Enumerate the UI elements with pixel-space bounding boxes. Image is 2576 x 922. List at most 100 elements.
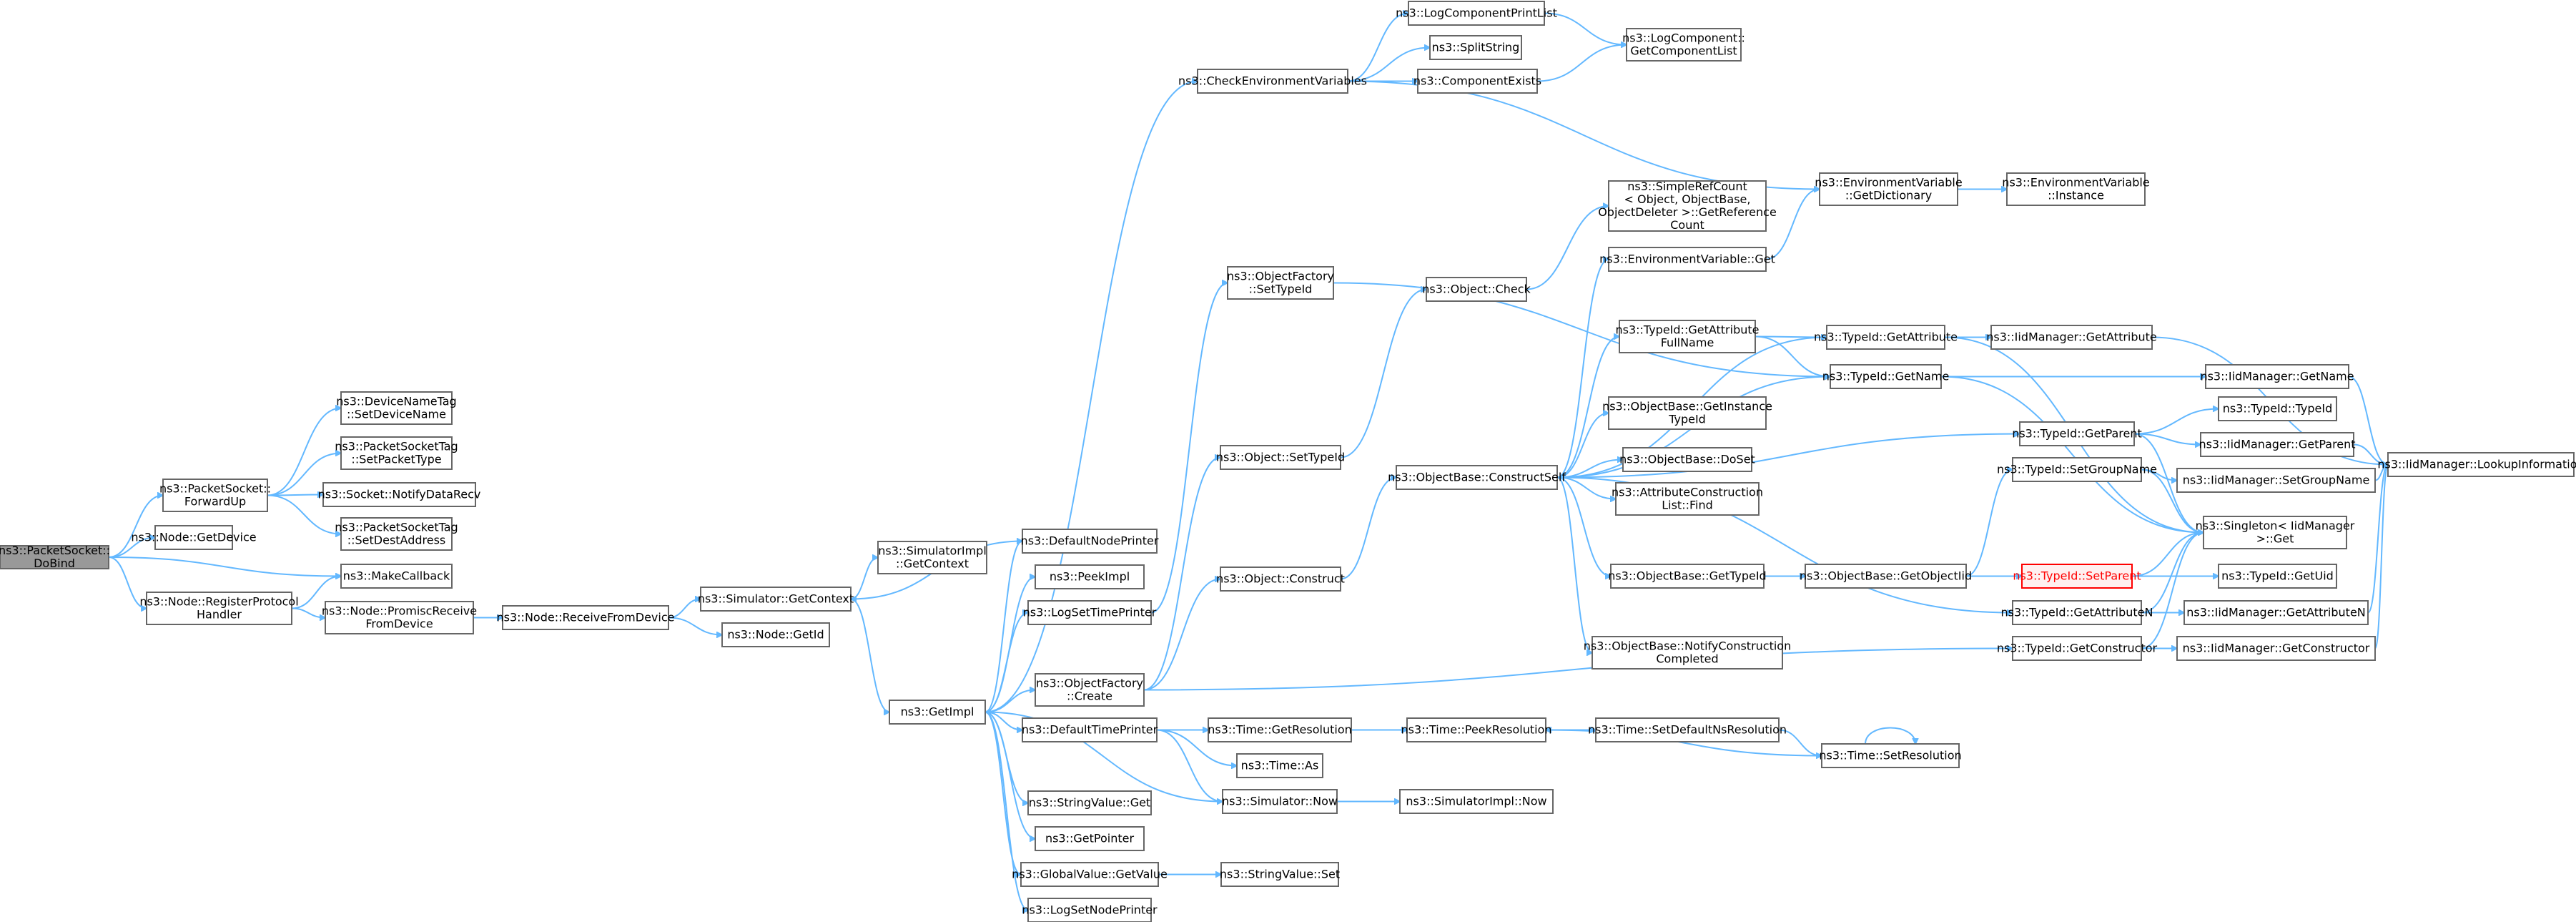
node-notifydatarecv[interactable]: ns3::Socket::NotifyDataRecv <box>318 482 481 507</box>
node-simplerefcount[interactable]: ns3::SimpleRefCount< Object, ObjectBase,… <box>1598 180 1777 232</box>
node-doset[interactable]: ns3::ObjectBase::DoSet <box>1619 447 1755 472</box>
node-iid_getparent[interactable]: ns3::IidManager::GetParent <box>2199 432 2356 457</box>
node-typeid_getconstructor[interactable]: ns3::TypeId::GetConstructor <box>1997 636 2158 661</box>
node-iid_getname[interactable]: ns3::IidManager::GetName <box>2200 364 2354 389</box>
node-envvar_instance[interactable]: ns3::EnvironmentVariable::Instance <box>2002 172 2150 206</box>
node-simimpl_now[interactable]: ns3::SimulatorImpl::Now <box>1399 789 1554 814</box>
node-stringvalue_set[interactable]: ns3::StringValue::Set <box>1220 862 1340 887</box>
node-label: < Object, ObjectBase, <box>1624 192 1751 206</box>
node-box <box>1035 564 1145 589</box>
node-box <box>2200 432 2354 457</box>
node-box <box>322 482 476 507</box>
edge-typeid_getattrfullname-to-typeid_getattribute <box>1755 337 1827 338</box>
node-simulator_now[interactable]: ns3::Simulator::Now <box>1222 789 1338 814</box>
node-checkenv[interactable]: ns3::CheckEnvironmentVariables <box>1178 69 1367 94</box>
node-typeid_getattributen[interactable]: ns3::TypeId::GetAttributeN <box>2001 600 2153 625</box>
node-label: ::Create <box>1067 690 1112 703</box>
node-objectbase_getobjectiid[interactable]: ns3::ObjectBase::GetObjectIid <box>1800 564 1972 589</box>
node-label: ns3::Singleton< IidManager <box>2196 519 2355 533</box>
node-label: GetComponentList <box>1630 44 1737 58</box>
node-iid_setgroupname[interactable]: ns3::IidManager::SetGroupName <box>2176 468 2376 493</box>
edge-typeid_getparent-to-iid_getparent <box>2133 433 2201 445</box>
node-simimpl_getcontext[interactable]: ns3::SimulatorImpl::GetContext <box>877 541 987 574</box>
node-time_setresolution[interactable]: ns3::Time::SetResolution <box>1819 743 1962 768</box>
node-sim_getcontext[interactable]: ns3::Simulator::GetContext <box>698 587 854 612</box>
node-typeid_getname[interactable]: ns3::TypeId::GetName <box>1822 364 1950 389</box>
node-logsetnodeprinter[interactable]: ns3::LogSetNodePrinter <box>1022 898 1158 922</box>
node-stringvalue_get[interactable]: ns3::StringValue::Get <box>1027 790 1152 815</box>
node-receivefromdevice[interactable]: ns3::Node::ReceiveFromDevice <box>497 605 675 630</box>
node-box <box>1022 529 1158 554</box>
node-object_settypeid[interactable]: ns3::Object::SetTypeId <box>1216 445 1345 470</box>
node-envvar_get[interactable]: ns3::EnvironmentVariable::Get <box>1599 247 1775 272</box>
edge-checkenv-to-logcomponentprintlist <box>1347 14 1408 82</box>
node-splitstring[interactable]: ns3::SplitString <box>1429 35 1522 60</box>
edge-sim_getcontext-to-simimpl_getcontext <box>850 558 878 600</box>
node-iid_getattributen[interactable]: ns3::IidManager::GetAttributeN <box>2183 600 2369 625</box>
node-notifyconstruction[interactable]: ns3::ObjectBase::NotifyConstructionCompl… <box>1584 636 1791 670</box>
edge-typeid_setparent-to-singleton_get <box>2131 533 2204 577</box>
node-iid_lookupinfo[interactable]: ns3::IidManager::LookupInformation <box>2377 452 2576 477</box>
node-object_check[interactable]: ns3::Object::Check <box>1422 277 1531 302</box>
node-box <box>1227 266 1334 300</box>
node-box <box>1592 636 1783 670</box>
edge-typeid_getname-to-singleton_get <box>1940 376 2204 533</box>
node-logcomponentprintlist[interactable]: ns3::LogComponentPrintList <box>1396 1 1557 26</box>
node-node_getid[interactable]: ns3::Node::GetId <box>721 622 830 647</box>
node-object_construct[interactable]: ns3::Object::Construct <box>1216 567 1345 592</box>
node-defaulttimeprinter[interactable]: ns3::DefaultTimePrinter <box>1022 717 1158 742</box>
node-box <box>1819 172 1958 206</box>
node-setdevicename[interactable]: ns3::DeviceNameTag::SetDeviceName <box>336 391 457 425</box>
node-box <box>2387 452 2575 477</box>
node-box <box>1615 482 1760 516</box>
node-getdevice[interactable]: ns3::Node::GetDevice <box>131 525 257 550</box>
node-time_peekresolution[interactable]: ns3::Time::PeekResolution <box>1401 717 1552 742</box>
node-typeid_typeid[interactable]: ns3::TypeId::TypeId <box>2218 396 2337 421</box>
node-peekimpl[interactable]: ns3::PeekImpl <box>1035 564 1145 589</box>
node-envvar_getdict[interactable]: ns3::EnvironmentVariable::GetDictionary <box>1815 172 1963 206</box>
edge-checkenv-to-splitstring <box>1347 48 1430 82</box>
node-componentexists[interactable]: ns3::ComponentExists <box>1413 69 1541 94</box>
node-forwardup[interactable]: ns3::PacketSocket::ForwardUp <box>159 479 271 512</box>
node-time_setdefaultns[interactable]: ns3::Time::SetDefaultNsResolution <box>1588 717 1787 742</box>
node-globalvalue_getvalue[interactable]: ns3::GlobalValue::GetValue <box>1012 862 1168 887</box>
node-getimpl[interactable]: ns3::GetImpl <box>889 700 986 725</box>
node-constructself[interactable]: ns3::ObjectBase::ConstructSelf <box>1388 465 1566 490</box>
node-setpackettype[interactable]: ns3::PacketSocketTag::SetPacketType <box>335 436 458 470</box>
node-singleton_get[interactable]: ns3::Singleton< IidManager>::Get <box>2196 516 2355 549</box>
node-typeid_setparent[interactable]: ns3::TypeId::SetParent <box>2013 564 2141 589</box>
node-label: ns3::SimulatorImpl::Now <box>1406 795 1546 808</box>
node-logsettimeprinter[interactable]: ns3::LogSetTimePrinter <box>1023 600 1157 625</box>
node-time_getresolution[interactable]: ns3::Time::GetResolution <box>1208 717 1352 742</box>
edge-time_setresolution-to-time_setresolution <box>1865 727 1915 745</box>
node-iid_getattribute[interactable]: ns3::IidManager::GetAttribute <box>1986 325 2157 350</box>
node-getpointer[interactable]: ns3::GetPointer <box>1035 826 1145 851</box>
node-typeid_getparent[interactable]: ns3::TypeId::GetParent <box>2012 421 2142 446</box>
node-label: ns3::IidManager::GetName <box>2200 370 2354 383</box>
node-defaultnodeprinter[interactable]: ns3::DefaultNodePrinter <box>1021 529 1159 554</box>
node-getcomponentlist[interactable]: ns3::LogComponent::GetComponentList <box>1622 28 1745 62</box>
node-typeid_getattribute[interactable]: ns3::TypeId::GetAttribute <box>1814 325 1958 350</box>
node-label: ns3::LogSetTimePrinter <box>1023 606 1157 619</box>
node-time_as[interactable]: ns3::Time::As <box>1236 753 1323 778</box>
node-label: ns3::Node::PromiscReceive <box>322 604 477 618</box>
node-typeid_setgroupname[interactable]: ns3::TypeId::SetGroupName <box>1997 457 2157 482</box>
node-objfactory_create[interactable]: ns3::ObjectFactory::Create <box>1035 673 1145 707</box>
node-dobind[interactable]: ns3::PacketSocket::DoBind <box>0 544 110 570</box>
node-objfactory_settypeid[interactable]: ns3::ObjectFactory::SetTypeId <box>1227 266 1334 300</box>
node-iid_getconstructor[interactable]: ns3::IidManager::GetConstructor <box>2176 636 2376 661</box>
node-setdestaddress[interactable]: ns3::PacketSocketTag::SetDestAddress <box>335 517 458 551</box>
node-label: ns3::Object::Construct <box>1216 572 1345 586</box>
node-label: ns3::TypeId::GetAttributeN <box>2001 606 2153 619</box>
node-typeid_getuid[interactable]: ns3::TypeId::GetUid <box>2218 564 2337 589</box>
node-makecallback[interactable]: ns3::MakeCallback <box>340 564 453 589</box>
edge-object_construct-to-constructself <box>1340 478 1396 580</box>
node-objectbase_gettypeid[interactable]: ns3::ObjectBase::GetTypeId <box>1608 564 1767 589</box>
node-label: ns3::TypeId::GetParent <box>2012 427 2142 441</box>
node-label: TypeId <box>1668 413 1706 426</box>
